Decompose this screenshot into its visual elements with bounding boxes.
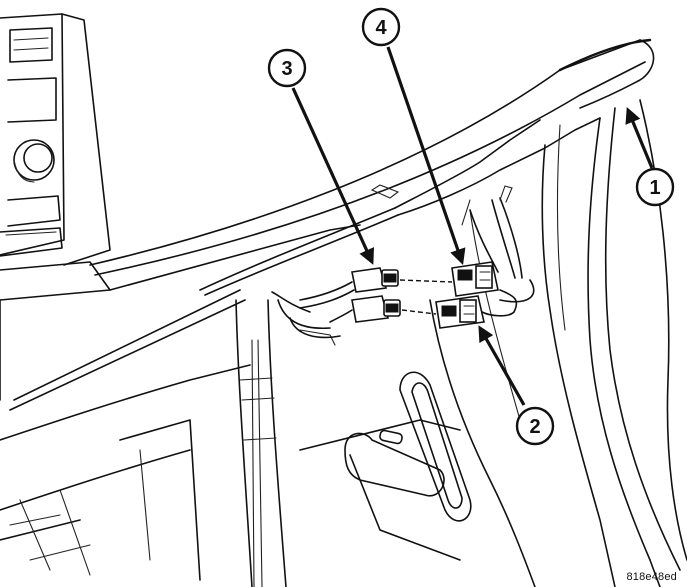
radio-panel	[0, 13, 111, 301]
mating-line-upper	[399, 279, 453, 283]
floor-area	[0, 419, 461, 581]
wire-harness-left	[271, 281, 355, 339]
wire-harness-right	[461, 185, 535, 317]
leader-line-1	[625, 107, 654, 169]
leader-line-3	[291, 87, 374, 265]
connector-receptacle-upper	[451, 261, 499, 297]
callout-4-label: 4	[375, 17, 387, 39]
leader-line-4	[386, 46, 466, 266]
callout-1: 1	[635, 167, 675, 207]
callout-3: 3	[267, 48, 307, 88]
figure-id: 818e48ed	[626, 571, 677, 583]
connector-receptacle-lower	[435, 295, 485, 329]
callout-1-label: 1	[649, 177, 660, 199]
leader-line-2	[478, 325, 526, 406]
dash-trim-panel	[0, 38, 655, 441]
mating-line-lower	[401, 309, 437, 315]
wire-conduit	[235, 299, 287, 587]
callout-4: 4	[361, 7, 401, 47]
connector-plug-upper	[351, 267, 399, 293]
knob-icon	[13, 139, 55, 183]
mounting-bracket	[299, 329, 472, 561]
connector-plug-lower	[351, 295, 401, 323]
callout-2-label: 2	[529, 416, 540, 438]
callout-2: 2	[515, 406, 555, 446]
callout-3-label: 3	[281, 58, 292, 80]
